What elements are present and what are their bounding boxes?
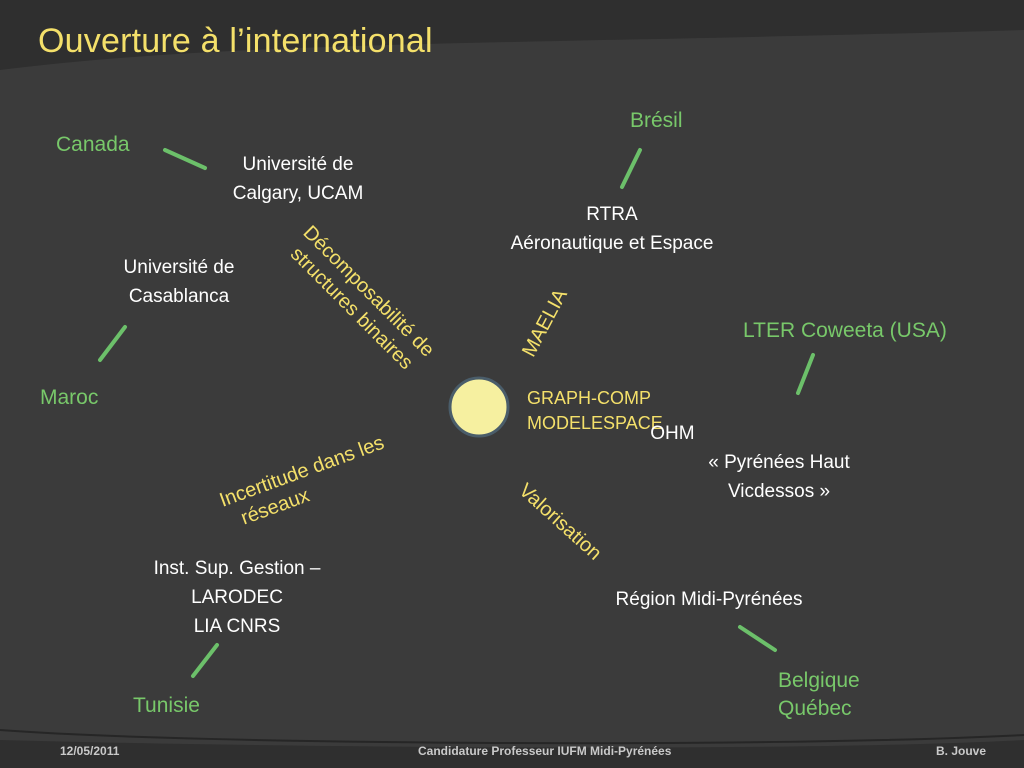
page-title: Ouverture à l’international (38, 22, 433, 60)
country-line: Québec (778, 697, 852, 720)
partner-line: « Pyrénées Haut (708, 452, 850, 473)
country-line: Belgique (778, 669, 860, 692)
hub-circle (448, 376, 510, 438)
hub-line: GRAPH-COMP (527, 388, 652, 408)
background-shape (0, 30, 1024, 748)
partner-ohm: OHM « Pyrénées Haut Vicdessos » (650, 419, 850, 506)
country-bresil: Brésil (630, 107, 683, 135)
partner-larodec: Inst. Sup. Gestion – LARODEC LIA CNRS (154, 554, 321, 641)
footer-arc (0, 729, 1024, 745)
partner-calgary: Université de Calgary, UCAM (233, 150, 364, 208)
partner-line: Université de (242, 154, 354, 175)
connector-canada (163, 148, 207, 170)
hub-line: MODELESPACE (527, 413, 663, 433)
country-belgique-quebec: Belgique Québec (778, 667, 860, 723)
partner-line: Inst. Sup. Gestion – (153, 558, 321, 579)
footer-date: 12/05/2011 (60, 744, 120, 758)
footer-author: B. Jouve (936, 744, 987, 758)
partner-line: Université de (123, 257, 235, 278)
partner-line: OHM (650, 423, 695, 444)
partner-line: Aéronautique et Espace (510, 233, 714, 254)
country-tunisie: Tunisie (133, 692, 200, 720)
partner-line: Calgary, UCAM (232, 183, 364, 204)
country-maroc: Maroc (40, 384, 98, 412)
connector-maroc (98, 325, 127, 362)
partner-rtra: RTRA Aéronautique et Espace (511, 200, 714, 258)
country-line: Tunisie (133, 694, 200, 717)
country-line: Maroc (40, 386, 99, 409)
connector-tunisie (191, 643, 219, 678)
country-line: LTER Coweeta (USA) (743, 319, 947, 342)
connector-belgique (738, 625, 777, 652)
partner-line: LARODEC (191, 587, 283, 608)
connector-bresil (620, 148, 642, 189)
partner-line: Vicdessos » (727, 481, 831, 502)
partner-region: Région Midi-Pyrénées (616, 585, 803, 614)
country-line: Canada (56, 133, 130, 156)
hub-label: GRAPH-COMP MODELESPACE (527, 386, 663, 436)
footer-center: Candidature Professeur IUFM Midi-Pyrénée… (418, 744, 672, 758)
partner-line: Casablanca (128, 286, 230, 307)
partner-line: RTRA (586, 204, 638, 225)
partner-line: LIA CNRS (193, 616, 281, 637)
partner-casablanca: Université de Casablanca (124, 253, 235, 311)
connector-usa (796, 353, 815, 395)
partner-line: Région Midi-Pyrénées (615, 589, 803, 610)
country-line: Brésil (630, 109, 683, 132)
country-usa: LTER Coweeta (USA) (743, 317, 947, 345)
country-canada: Canada (56, 131, 130, 159)
